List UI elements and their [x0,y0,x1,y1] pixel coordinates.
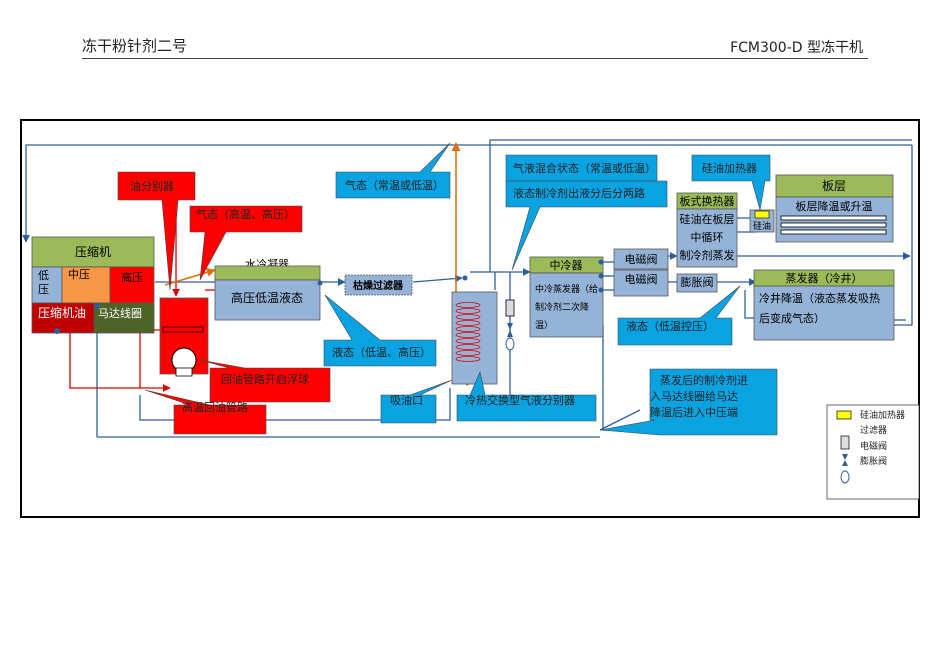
callout-heat-exchanger: 冷热交换型气液分别器 [456,371,597,422]
svg-text:气态（高温、高压）: 气态（高温、高压） [196,207,295,221]
intercooler: 中冷器 中冷蒸发器（给 制冷剂二次降 温） [529,256,604,338]
svg-text:硅油加热器: 硅油加热器 [860,409,905,421]
svg-text:板层降温或升温: 板层降温或升温 [796,199,873,213]
dry-filter: 枯燥过滤器 [344,274,413,296]
callout-liquid-lp: 液态（低温控压） [617,285,741,346]
plate-heat-exchanger: 板式换热器 硅油在板层 中循环 制冷剂蒸发 [676,192,738,268]
callout-liquid-split: 液态制冷剂出液分后分两路 [505,180,668,271]
solenoid-legend-icon [840,435,850,450]
svg-text:电磁阀: 电磁阀 [625,252,658,266]
compressor: 压缩机 低 压 中压 高压 压缩机油 马达线圈 [31,236,155,334]
svg-text:制冷剂蒸发: 制冷剂蒸发 [680,248,735,262]
oil-separator [159,297,209,377]
svg-text:中循环: 中循环 [691,231,724,244]
svg-text:吸油口: 吸油口 [390,393,423,407]
svg-text:气态（常温或低温）: 气态（常温或低温） [345,178,444,192]
expansion-valve-icon [507,323,513,337]
compressor-title: 压缩机 [75,244,111,259]
sight-glass-legend-icon [840,470,850,484]
sight-glass-icon [505,337,515,351]
callout-liquid-hp: 液态（低温、高压） [323,294,437,367]
compressor-high-label: 高压 [121,270,143,284]
svg-text:枯燥过滤器: 枯燥过滤器 [353,279,404,292]
water-condenser: 水冷凝器 高压低温液态 [214,257,323,321]
condenser-body-label: 高压低温液态 [231,290,303,305]
callout-hot-oil-return: 高温回油管路 [144,389,267,435]
solenoid-valve-icon [505,299,515,317]
svg-text:板式换热器: 板式换热器 [680,194,735,208]
callout-evap-return: 蒸发后的制冷剂进 入马达线圈给马达 降温后进入中压端 [599,368,778,436]
svg-text:冷热交换型气液分别器: 冷热交换型气液分别器 [465,393,575,407]
shelf: 板层 板层降温或升温 [775,174,894,243]
silicone-heater-small: 硅油 [749,209,775,233]
legend: 硅油加热器 过滤器 电磁阀 膨胀阀 [826,404,920,500]
evaporator: 蒸发器（冷井） 冷井降温（液态蒸发吸热 后变成气态） [753,269,895,341]
heat-exchanger [451,275,498,385]
expansion-legend-icon [842,454,848,466]
diagram-frame [20,119,920,518]
svg-text:电磁阀: 电磁阀 [860,440,887,452]
svg-text:膨胀阀: 膨胀阀 [681,275,714,289]
evaporator-body: 冷井降温（液态蒸发吸热 后变成气态） [759,291,884,325]
compressor-mid-label: 中压 [68,268,90,281]
svg-text:硅油在板层: 硅油在板层 [680,212,735,226]
svg-text:膨胀阀: 膨胀阀 [860,455,887,467]
callout-float-valve: 回油管路开启浮球 [199,359,331,403]
heater-legend-icon [836,410,852,420]
svg-text:液态（低温、高压）: 液态（低温、高压） [332,345,431,359]
intercooler-body: 中冷蒸发器（给 制冷剂二次降 温） [535,283,601,331]
callout-gas-high: 气态（高温、高压） [189,205,303,281]
svg-text:液态（低温控压）: 液态（低温控压） [626,319,714,333]
filter-valve-symbols [505,299,515,351]
header-rule [82,58,868,59]
callout-silicone-heater: 硅油加热器 [691,154,771,211]
svg-text:中冷器: 中冷器 [550,259,583,272]
motor-coil-label: 马达线圈 [98,306,142,320]
compressor-low-label: 低 [38,269,49,282]
callout-oil-separator: 油分别器 [117,171,196,291]
svg-text:硅油加热器: 硅油加热器 [702,161,757,175]
solenoid-valve-1: 电磁阀 [613,248,669,270]
svg-text:板层: 板层 [822,179,846,193]
svg-text:蒸发器（冷井）: 蒸发器（冷井） [786,271,863,285]
expansion-valve-box: 膨胀阀 [676,273,718,293]
callout-mixed-state: 气液混合状态（常温或低温） [505,154,658,182]
evap-return-text: 蒸发后的制冷剂进 入马达线圈给马达 降温后进入中压端 [650,373,752,419]
solenoid-valve-2: 电磁阀 [613,269,669,297]
callout-gas-normal: 气态（常温或低温） [335,142,451,199]
svg-text:高温回油管路: 高温回油管路 [182,400,248,414]
svg-text:电磁阀: 电磁阀 [625,272,658,286]
compressor-oil-label: 压缩机油 [38,305,86,320]
svg-text:硅油: 硅油 [753,220,771,232]
svg-text:油分别器: 油分别器 [130,179,174,193]
document-title-left: 冻干粉针剂二号 [82,37,188,55]
document-title-right: FCM300-D 型冻干机 [730,40,863,56]
svg-text:液态制冷剂出液分后分两路: 液态制冷剂出液分后分两路 [513,186,645,200]
svg-text:过滤器: 过滤器 [860,424,887,436]
callout-suction-port: 吸油口 [380,379,453,424]
compressor-pressure-char: 压 [38,283,49,296]
svg-text:回油管路开启浮球: 回油管路开启浮球 [221,372,309,386]
svg-text:气液混合状态（常温或低温）: 气液混合状态（常温或低温） [513,161,656,175]
